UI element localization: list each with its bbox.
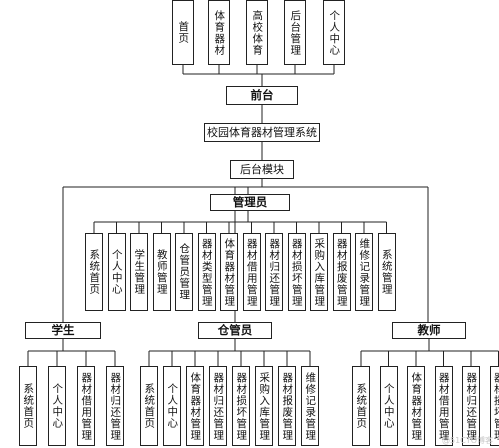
student-module-3: 器材借用管理 [77,366,95,446]
front-module-1: 首页 [172,0,194,65]
admin-module-12: 器材报废管理 [332,233,351,311]
teacher-module-6-label: 器材损坏管理 [492,371,499,441]
keeper-module-7: 器材报废管理 [278,366,296,446]
teacher-module-3: 体育器材管理 [407,366,425,446]
admin-module-14: 系统管理 [377,233,396,311]
admin-module-2-label: 个人中心 [110,249,123,295]
admin-module-9-label: 器材归还管理 [268,237,281,307]
admin-module-8: 器材借用管理 [242,233,261,311]
teacher-module-4-label: 器材借用管理 [437,371,450,441]
front-node: 前台 [226,86,298,105]
keeper-module-1: 系统首页 [140,366,158,446]
keeper-module-6-label: 采购入库管理 [258,371,271,441]
admin-module-2: 个人中心 [107,233,126,311]
front-module-2-label: 体育器材 [213,9,226,56]
keeper-node-label: 仓管员 [217,322,253,337]
student-node: 学生 [25,322,101,339]
keeper-module-6: 采购入库管理 [255,366,273,446]
keeper-module-2-label: 个人中心 [166,383,179,429]
keeper-module-4-label: 器材归还管理 [212,371,225,441]
student-module-4: 器材归还管理 [106,366,124,446]
student-module-2-label: 个人中心 [51,383,64,429]
admin-module-14-label: 系统管理 [380,249,393,295]
keeper-module-1-label: 系统首页 [143,383,156,429]
front-module-3-label: 高校体育 [251,9,264,56]
student-module-1-label: 系统首页 [22,383,35,429]
admin-node: 管理员 [210,194,290,211]
teacher-module-2: 个人中心 [379,366,398,446]
keeper-module-3: 体育器材管理 [186,366,204,446]
front-module-2: 体育器材 [208,0,230,65]
front-module-5-label: 个人中心 [328,9,341,56]
teacher-node-label: 教师 [417,322,441,337]
admin-module-11-label: 采购入库管理 [313,237,326,307]
front-module-4-label: 后台管理 [289,9,302,56]
admin-module-7-label: 体育器材管理 [223,237,236,307]
student-module-1: 系统首页 [19,366,37,446]
watermark: @51CTO博客 [442,436,493,445]
front-node-label: 前台 [250,87,274,102]
teacher-module-5: 器材归还管理 [462,366,480,446]
admin-module-6: 器材类型管理 [197,233,216,311]
keeper-module-5: 器材损坏管理 [232,366,250,446]
teacher-module-5-label: 器材归还管理 [465,371,478,441]
admin-module-4-label: 教师管理 [155,249,168,295]
admin-module-13: 维修记录管理 [355,233,373,311]
admin-module-1-label: 系统首页 [88,249,101,295]
keeper-module-3-label: 体育器材管理 [189,371,202,441]
admin-module-5-label: 仓管员管理 [178,243,191,301]
student-module-2: 个人中心 [48,366,66,446]
backend-node: 后台模块 [230,160,294,179]
admin-module-10-label: 器材损坏管理 [290,237,303,307]
front-module-3: 高校体育 [246,0,268,65]
backend-node-label: 后台模块 [240,163,284,176]
keeper-module-8: 维修记录管理 [301,366,319,446]
teacher-module-1-label: 系统首页 [355,383,368,429]
front-module-4: 后台管理 [284,0,306,65]
system-title-node: 校园体育器材管理系统 [204,123,320,142]
teacher-module-3-label: 体育器材管理 [410,371,423,441]
teacher-node: 教师 [392,322,466,339]
teacher-module-1: 系统首页 [352,366,370,446]
student-module-4-label: 器材归还管理 [109,371,122,441]
admin-module-10: 器材损坏管理 [287,233,306,311]
admin-module-7: 体育器材管理 [220,233,238,311]
student-node-label: 学生 [51,322,75,337]
admin-node-label: 管理员 [232,194,268,209]
teacher-module-6: 器材损坏管理 [489,366,499,446]
admin-module-3-label: 学生管理 [133,249,146,295]
keeper-module-2: 个人中心 [163,366,181,446]
admin-module-3: 学生管理 [130,233,148,311]
keeper-module-8-label: 维修记录管理 [304,371,317,441]
admin-module-6-label: 器材类型管理 [200,237,213,307]
admin-module-1: 系统首页 [85,233,103,311]
admin-module-5: 仓管员管理 [175,233,193,311]
system-title-node-label: 校园体育器材管理系统 [207,126,317,139]
keeper-module-4: 器材归还管理 [209,366,227,446]
student-module-3-label: 器材借用管理 [80,371,93,441]
admin-module-12-label: 器材报废管理 [335,237,348,307]
front-module-5: 个人中心 [323,0,345,65]
keeper-node: 仓管员 [198,322,272,339]
teacher-module-2-label: 个人中心 [382,383,395,429]
admin-module-13-label: 维修记录管理 [358,237,371,307]
admin-module-4: 教师管理 [152,233,171,311]
keeper-module-5-label: 器材损坏管理 [235,371,248,441]
keeper-module-7-label: 器材报废管理 [281,371,294,441]
admin-module-11: 采购入库管理 [310,233,328,311]
front-module-1-label: 首页 [177,21,190,44]
admin-module-8-label: 器材借用管理 [245,237,258,307]
admin-module-9: 器材归还管理 [265,233,283,311]
teacher-module-4: 器材借用管理 [434,366,453,446]
